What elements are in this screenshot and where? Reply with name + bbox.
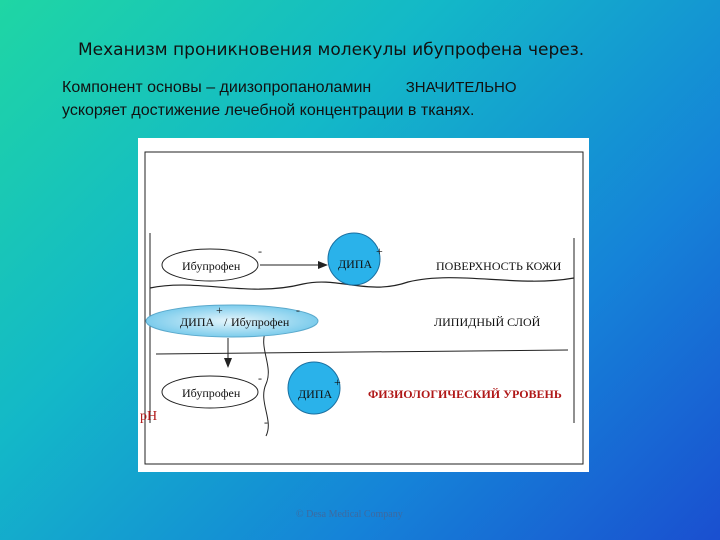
- footer-copyright: © Desa Medical Company: [296, 509, 403, 520]
- complex-dipa-label: ДИПА: [180, 315, 215, 329]
- dipa-ibuprofen-complex: [145, 304, 319, 338]
- ibuprofen-label-bottom: Ибупрофен: [182, 386, 241, 400]
- membrane-wave: [263, 329, 269, 437]
- lipid-layer-label: ЛИПИДНЫЙ СЛОЙ: [434, 315, 541, 329]
- slide-title: Механизм проникновения молекулы ибупрофе…: [78, 40, 585, 60]
- subtitle-emphasis: ЗНАЧИТЕЛЬНО: [405, 79, 517, 96]
- complex-ibuprofen-label: Ибупрофен: [231, 315, 290, 329]
- complex-separator: /: [224, 315, 228, 329]
- subtitle-text: Компонент основы – диизопропаноламин: [62, 79, 372, 96]
- lower-tick: -: [264, 415, 268, 429]
- dipa-label-top: ДИПА: [338, 257, 373, 271]
- skin-surface-line: [149, 277, 575, 290]
- subtitle-line-1: Компонент основы – диизопропаноламин ЗНА…: [62, 79, 517, 97]
- ibuprofen-charge-top: -: [258, 244, 262, 258]
- dipa-circle-bottom: [287, 361, 341, 415]
- physiological-level-label: ФИЗИОЛОГИЧЕСКИЙ УРОВЕНЬ: [368, 387, 562, 401]
- ibuprofen-ellipse-bottom: [161, 375, 259, 409]
- dipa-circle-top: [327, 232, 381, 286]
- mechanism-diagram: Ибупрофен - ДИПА + ПОВЕРХНОСТЬ КОЖИ ДИПА…: [138, 138, 589, 472]
- ibuprofen-charge-bottom: -: [258, 371, 262, 385]
- diagram-canvas: Ибупрофен - ДИПА + ПОВЕРХНОСТЬ КОЖИ ДИПА…: [140, 151, 584, 465]
- dipa-label-bottom: ДИПА: [298, 387, 333, 401]
- diagram-frame: [144, 151, 584, 465]
- arrow-head-down: [224, 358, 232, 368]
- arrow-head-right: [318, 261, 328, 269]
- dipa-charge-bottom: +: [334, 375, 341, 389]
- ibuprofen-label-top: Ибупрофен: [182, 259, 241, 273]
- ph-label: рН: [140, 409, 157, 424]
- subtitle-line-2: ускоряет достижение лечебной концентраци…: [62, 102, 475, 119]
- skin-surface-label: ПОВЕРХНОСТЬ КОЖИ: [436, 259, 562, 273]
- dipa-charge-top: +: [376, 244, 383, 258]
- complex-charge-minus: -: [296, 303, 300, 317]
- ibuprofen-ellipse-top: [161, 248, 259, 282]
- complex-charge-plus: +: [216, 303, 223, 317]
- lipid-layer-line: [155, 349, 569, 355]
